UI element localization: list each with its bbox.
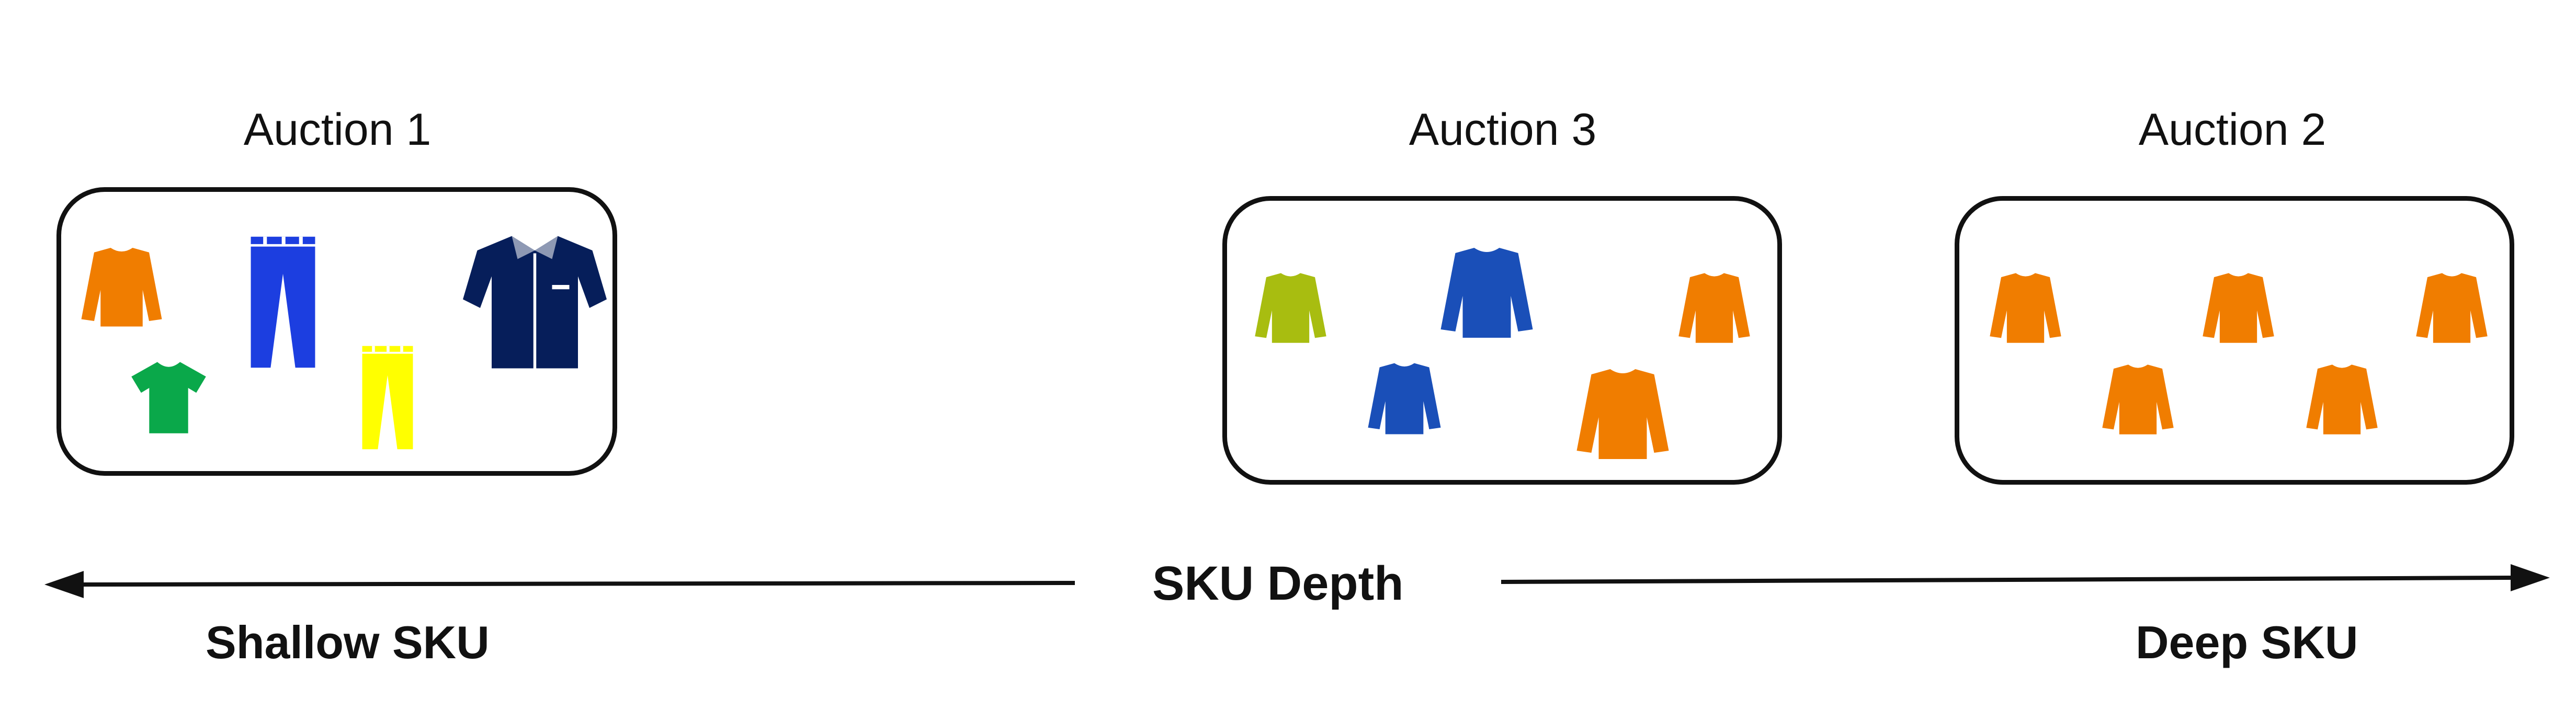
deep-sku-label: Deep SKU [2136, 616, 2358, 668]
auction-3-title: Auction 3 [1409, 105, 1597, 155]
auction-3-box [1222, 196, 1782, 485]
auction-1-title: Auction 1 [243, 105, 432, 155]
long-sleeve-shirt-icon [2203, 273, 2274, 343]
right-arrow-line [1501, 576, 2511, 584]
auction-2-box [1955, 196, 2514, 485]
long-sleeve-shirt-icon [2102, 364, 2174, 434]
shallow-sku-label: Shallow SKU [206, 616, 490, 668]
sku-depth-label: SKU Depth [1152, 557, 1404, 610]
long-sleeve-shirt-icon [2416, 273, 2488, 343]
trousers-icon [251, 236, 315, 368]
button-shirt-icon [463, 236, 607, 369]
long-sleeve-shirt-icon [1255, 273, 1326, 343]
long-sleeve-shirt-icon [81, 248, 162, 327]
t-shirt-icon [131, 362, 206, 433]
long-sleeve-shirt-icon [1368, 363, 1441, 434]
long-sleeve-shirt-icon [2306, 364, 2378, 434]
left-arrow-line [78, 581, 1075, 587]
trousers-icon [362, 346, 413, 450]
left-arrowhead [44, 571, 84, 598]
long-sleeve-shirt-icon [1576, 369, 1669, 459]
right-arrowhead [2511, 564, 2550, 591]
long-sleeve-shirt-icon [1440, 248, 1533, 338]
long-sleeve-shirt-icon [1990, 273, 2061, 343]
long-sleeve-shirt-icon [1678, 273, 1750, 343]
auction-2-title: Auction 2 [2138, 105, 2327, 155]
